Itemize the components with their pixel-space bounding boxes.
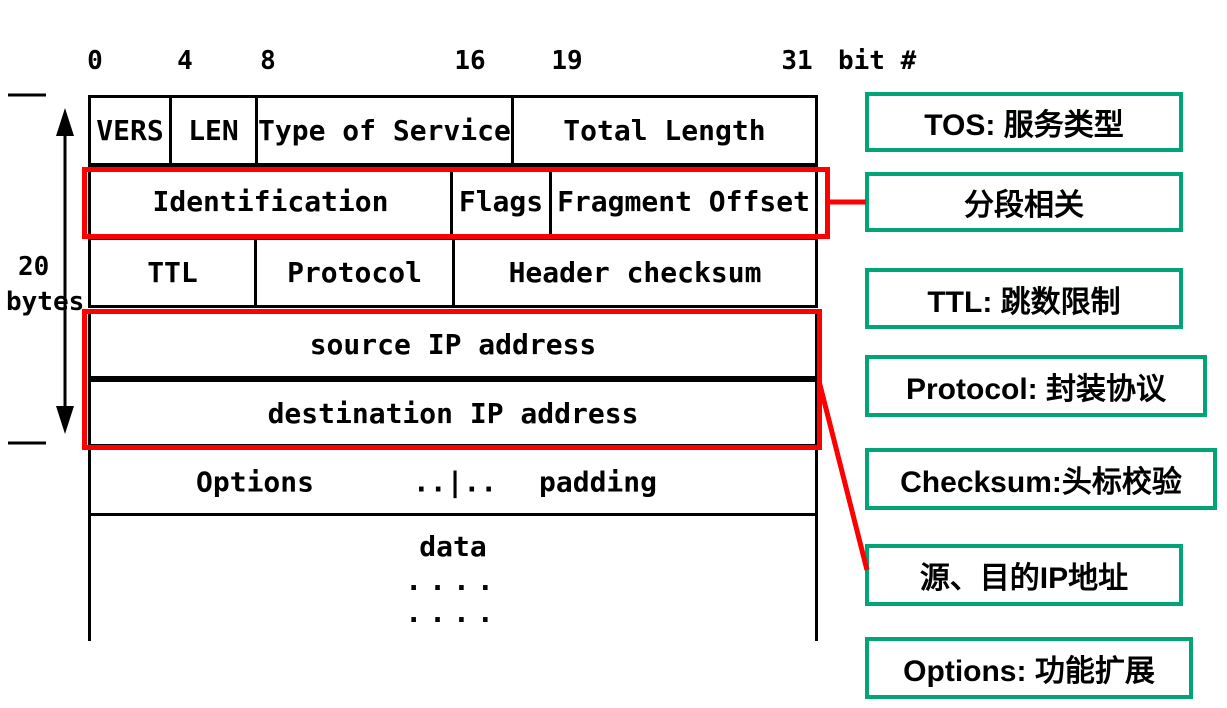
bit-tick-19: 19	[551, 46, 583, 76]
field-identification: Identification	[91, 169, 453, 234]
header-size-unit: bytes	[6, 287, 85, 317]
annotation-ttl-text: TTL: 跳数限制	[927, 285, 1121, 319]
field-options: Options	[195, 465, 315, 498]
annotation-checksum-text: Checksum:头标校验	[900, 466, 1182, 499]
annotation-options-text: Options: 功能扩展	[903, 655, 1155, 688]
field-protocol: Protocol	[257, 240, 455, 305]
data-dots-line2: ....	[405, 596, 501, 629]
annotation-checksum: Checksum:头标校验	[865, 448, 1217, 510]
annotation-protocol-text: Protocol: 封装协议	[906, 373, 1166, 406]
bit-tick-8: 8	[260, 46, 276, 76]
bit-tick-16: 16	[454, 46, 486, 76]
field-source-ip: source IP address	[309, 328, 597, 361]
field-len: LEN	[172, 98, 258, 163]
field-flags: Flags	[453, 169, 552, 234]
header-row-3: TTL Protocol Header checksum	[88, 237, 818, 308]
annotation-protocol: Protocol: 封装协议	[865, 355, 1207, 417]
bit-number-unit-label: bit #	[838, 46, 917, 76]
arrow-head-up-icon	[56, 108, 74, 136]
header-row-6: Options ..|.. padding	[88, 447, 818, 516]
header-size-value: 20	[18, 252, 50, 282]
annotation-fragmentation: 分段相关	[865, 172, 1183, 232]
data-dots-line1: ....	[405, 564, 501, 597]
annotation-ip-addresses-text: 源、目的IP地址	[919, 562, 1129, 595]
arrow-head-down-icon	[56, 406, 74, 434]
header-row-4: source IP address	[88, 310, 818, 379]
bit-tick-31: 31	[781, 46, 813, 76]
header-row-1: VERS LEN Type of Service Total Length	[88, 95, 818, 166]
field-header-checksum: Header checksum	[508, 256, 762, 289]
field-vers: VERS	[91, 98, 172, 163]
field-fragment-offset: Fragment Offset	[557, 185, 810, 218]
bit-tick-0: 0	[87, 46, 103, 76]
field-ttl: TTL	[91, 240, 257, 305]
options-divider-glyph: ..|..	[412, 465, 498, 498]
field-destination-ip: destination IP address	[267, 396, 639, 430]
data-section: data .... ....	[88, 516, 818, 641]
field-type-of-service: Type of Service	[258, 98, 514, 163]
annotation-ip-addresses: 源、目的IP地址	[865, 544, 1183, 606]
data-label: data	[419, 530, 487, 563]
field-total-length: Total Length	[563, 114, 766, 147]
annotation-tos-text: TOS: 服务类型	[924, 109, 1124, 142]
annotation-options: Options: 功能扩展	[865, 637, 1193, 699]
annotation-tos: TOS: 服务类型	[865, 92, 1183, 152]
header-row-2: Identification Flags Fragment Offset	[88, 166, 818, 237]
bit-tick-4: 4	[177, 46, 193, 76]
annotation-fragmentation-text: 分段相关	[964, 189, 1084, 222]
annotation-ttl: TTL: 跳数限制	[865, 268, 1183, 329]
header-row-5: destination IP address	[88, 379, 818, 447]
address-connector-line	[816, 380, 870, 571]
field-padding: padding	[538, 465, 658, 498]
